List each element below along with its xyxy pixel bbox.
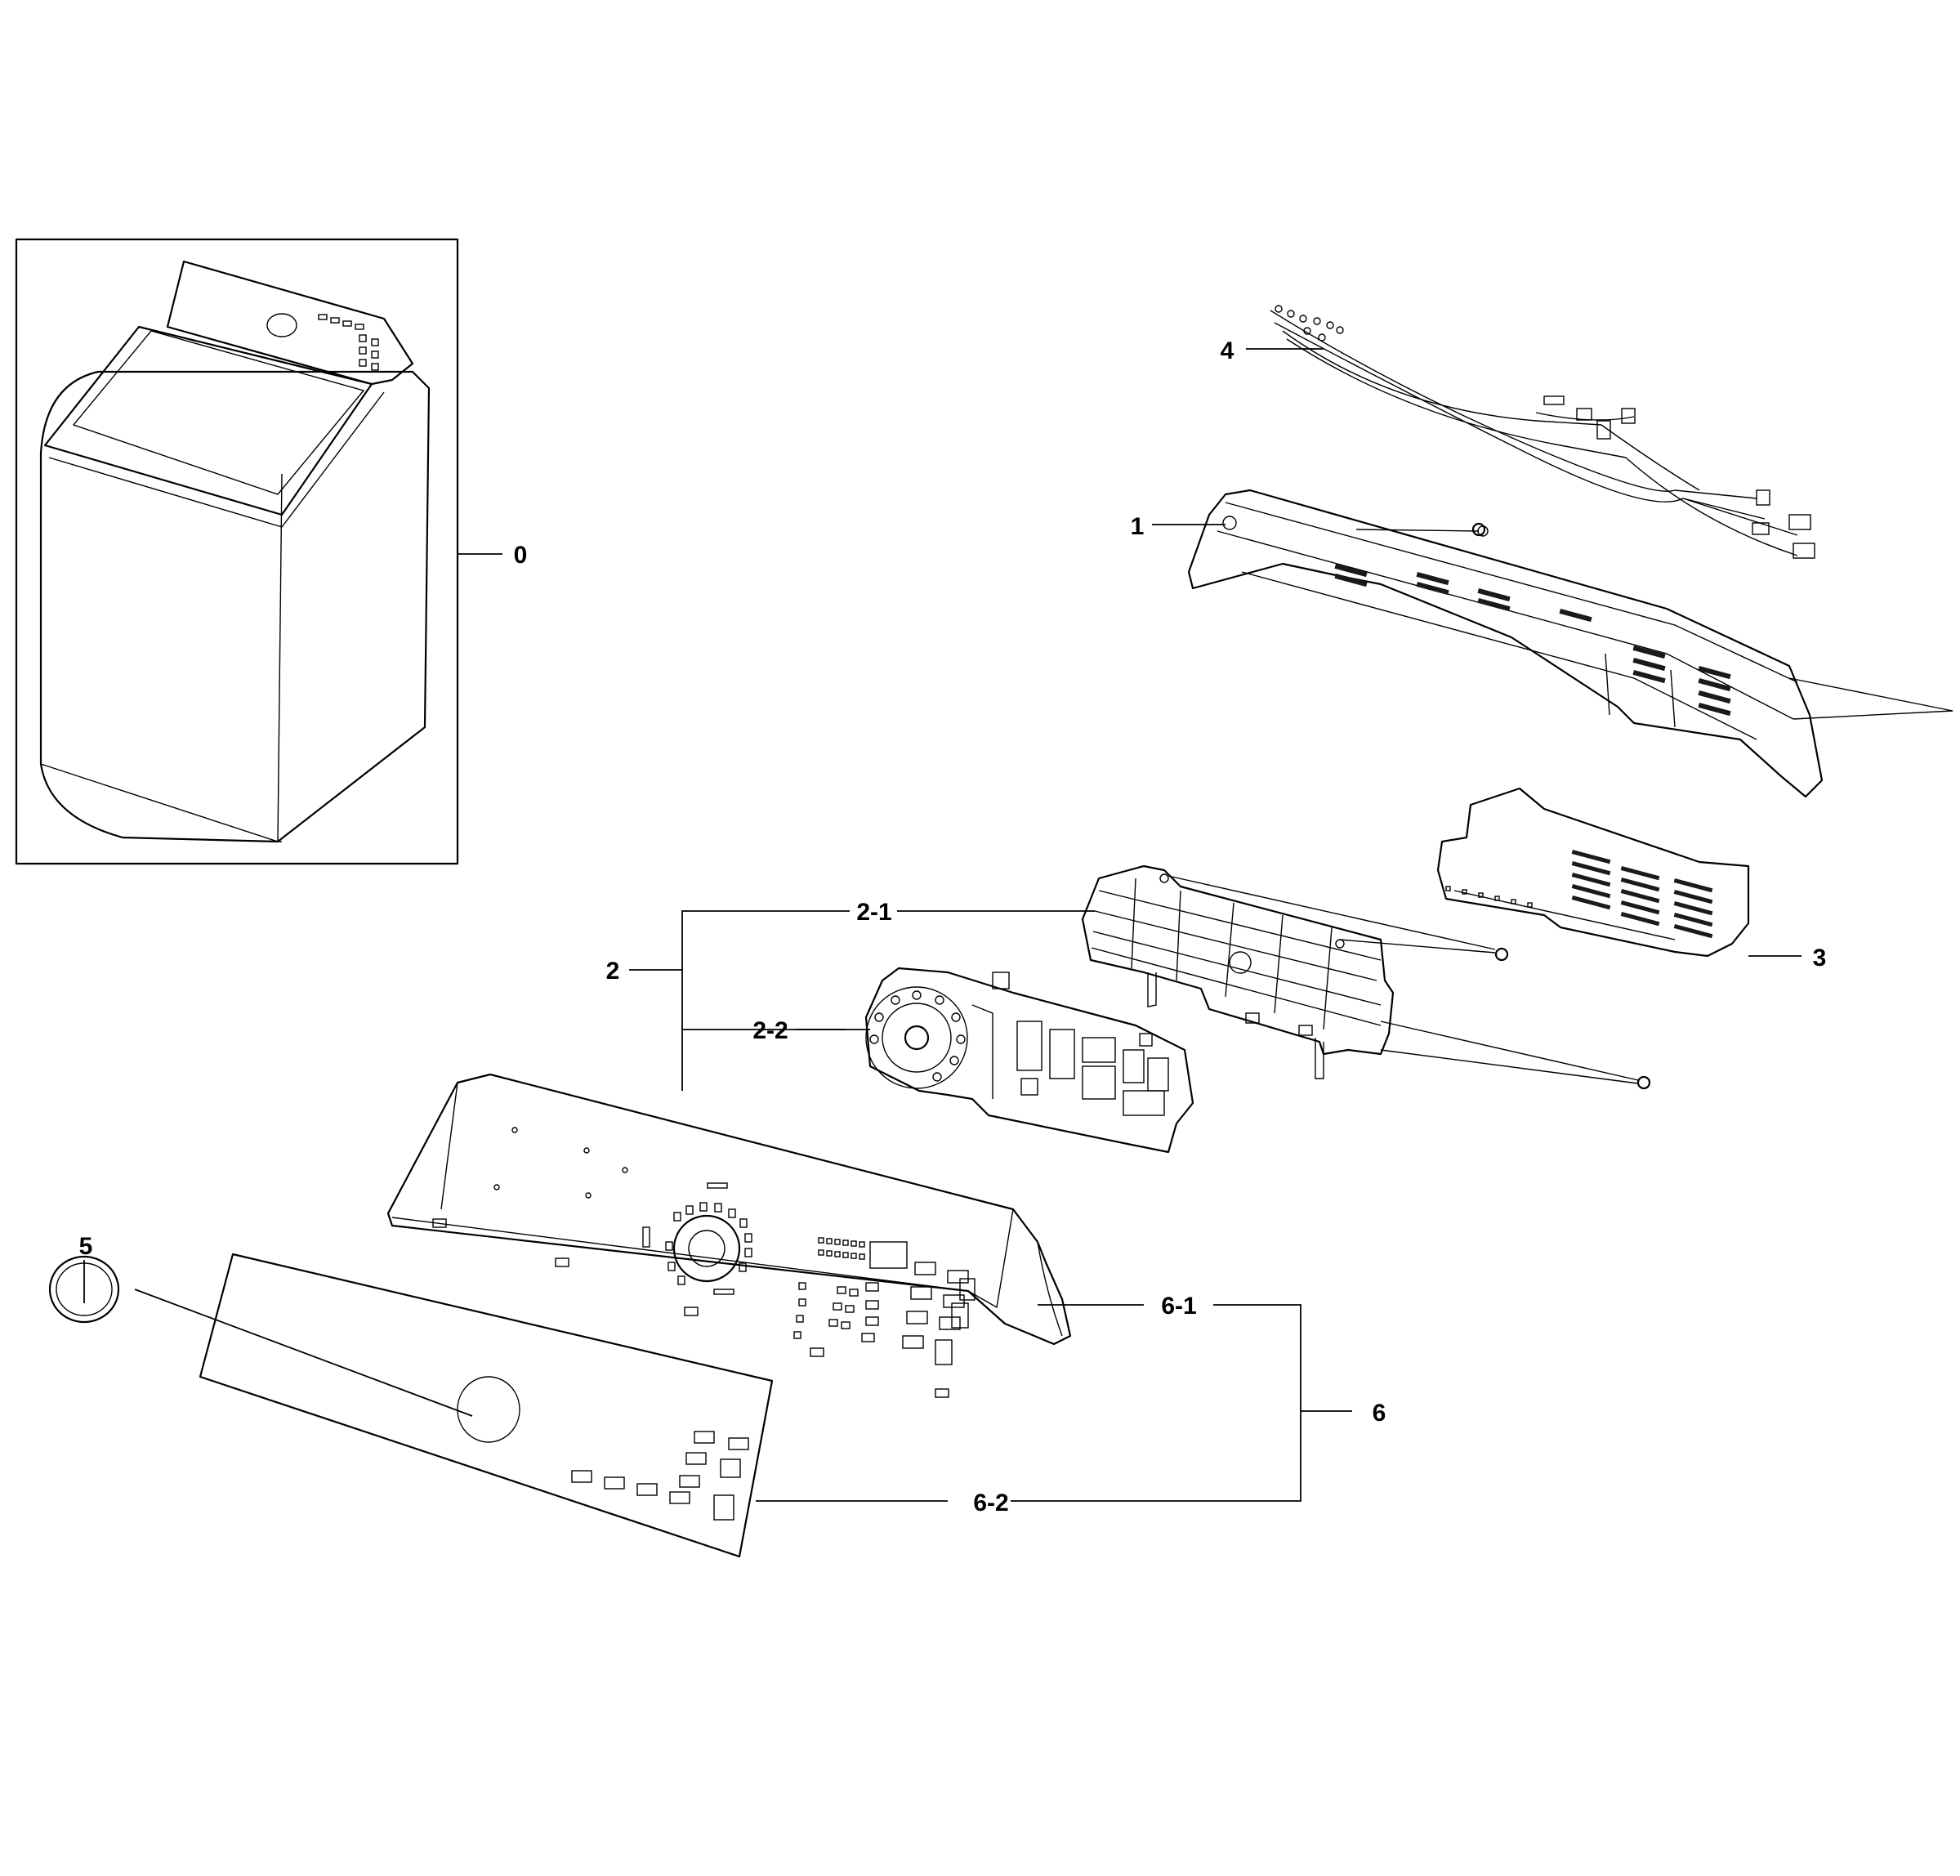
pcb-bracket-illustration <box>1081 864 1395 1079</box>
callout-3: 3 <box>1813 945 1827 971</box>
pcb-cover-illustration <box>1436 787 1750 958</box>
screw-icon-3 <box>1636 1075 1651 1090</box>
screw-icon-2 <box>1494 947 1509 962</box>
callout-1: 1 <box>1131 513 1145 540</box>
callout-labels: 0 4 1 2 2-1 2-2 3 5 6-1 6 6-2 <box>79 337 1827 1516</box>
callout-6: 6 <box>1373 1400 1386 1427</box>
screw-icon-1 <box>1471 522 1486 537</box>
leader-lines <box>83 348 1802 1502</box>
control-panel-decal-illustration <box>199 1253 774 1558</box>
rear-cover-illustration <box>1187 489 1953 798</box>
callout-2-1: 2-1 <box>856 899 891 926</box>
washer-overview-illustration <box>15 238 459 865</box>
callout-6-2: 6-2 <box>973 1490 1008 1516</box>
callout-6-1: 6-1 <box>1161 1293 1196 1320</box>
pcb-assembly-illustration <box>864 967 1194 1154</box>
callout-0: 0 <box>514 542 528 569</box>
callout-4: 4 <box>1221 337 1234 364</box>
callout-2: 2 <box>606 958 620 985</box>
wire-harness-illustration <box>1270 305 1815 559</box>
callout-5: 5 <box>79 1233 93 1260</box>
callout-2-2: 2-2 <box>752 1017 788 1044</box>
control-panel-frame-illustration <box>386 1073 1072 1398</box>
